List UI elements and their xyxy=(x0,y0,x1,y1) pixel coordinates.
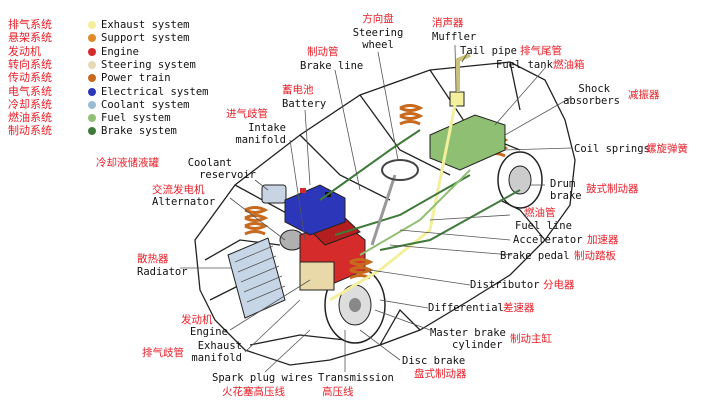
legend-item-en: Engine xyxy=(101,45,139,58)
legend-item-en: Brake system xyxy=(101,125,177,138)
label-tail-pipe-cn: 排气尾管 xyxy=(520,45,562,57)
label-master-brake-en2: cylinder xyxy=(452,339,503,351)
label-distributor-cn: 分电器 xyxy=(543,279,575,291)
label-shock-cn: 减振器 xyxy=(628,89,660,101)
radiator-shape xyxy=(227,237,286,319)
label-radiator-cn: 散热器 xyxy=(137,253,169,265)
label-drum-cn: 鼓式制动器 xyxy=(586,183,639,195)
label-brake-pedal-en: Brake pedal xyxy=(500,250,570,262)
legend-color-dot xyxy=(88,34,96,43)
label-transmission-en: Transmission xyxy=(318,372,394,384)
engine-shape xyxy=(299,217,366,291)
label-engine-cn: 发动机 xyxy=(181,314,213,326)
label-intake-cn: 进气歧管 xyxy=(226,108,268,120)
label-distributor-en: Distributor xyxy=(470,279,540,291)
label-alternator-cn: 交流发电机 xyxy=(152,184,205,196)
label-brake-line-en: Brake line xyxy=(300,60,364,72)
steering-wheel-shape xyxy=(381,159,419,181)
label-fuel-tank-cn: 燃油箱 xyxy=(553,59,585,71)
label-exhaust-manifold-cn: 排气歧管 xyxy=(142,347,184,359)
label-coolant-res-en1: Coolant xyxy=(187,157,232,169)
legend-color-dot xyxy=(88,21,96,29)
label-drum-en2: brake xyxy=(550,190,582,202)
label-spark-plug-cn: 火花塞高压线 xyxy=(222,386,285,398)
legend-item-cn: 燃油系统 xyxy=(8,111,52,125)
label-fuel-tank-en: Fuel tank xyxy=(496,59,553,71)
label-coil-en: Coil springs xyxy=(574,143,650,155)
brake-lines xyxy=(319,129,521,251)
rear-wheel xyxy=(497,151,543,209)
label-engine-en: Engine xyxy=(190,326,228,338)
label-steering-wheel-en2: wheel xyxy=(362,39,394,51)
label-alternator-en: Alternator xyxy=(152,196,216,208)
label-disc-brake-cn: 盘式制动器 xyxy=(414,368,467,380)
label-exhaust-manifold-en2: manifold xyxy=(191,352,242,364)
legend-color-dot xyxy=(88,87,96,96)
label-steering-wheel-en1: Steering xyxy=(352,27,404,39)
fuel-tank-shape xyxy=(429,114,506,171)
legend-item-en: Power train xyxy=(101,72,171,85)
label-accelerator-cn: 加速器 xyxy=(587,234,619,246)
legend-color-dot xyxy=(88,100,96,109)
leader-lines xyxy=(180,44,573,373)
label-coolant-res-cn: 冷却液储液罐 xyxy=(96,157,159,169)
legend-item-cn: 转向系统 xyxy=(8,57,52,71)
legend-item-en: Steering system xyxy=(101,58,196,71)
label-master-brake-cn: 制动主缸 xyxy=(510,333,552,345)
legend-color-dot xyxy=(88,127,96,136)
label-differential-cn: 差速器 xyxy=(503,302,535,314)
label-spark-plug-en: Spark plug wires xyxy=(212,372,314,384)
front-coil-spring xyxy=(244,206,269,236)
label-muffler-cn: 消声器 xyxy=(432,17,464,29)
label-shock-en2: absorbers xyxy=(563,95,620,107)
rear-shock xyxy=(399,104,424,126)
legend-item-cn: 冷却系统 xyxy=(8,97,52,111)
label-steering-wheel-cn: 方向盘 xyxy=(362,13,394,25)
label-battery-cn: 蓄电池 xyxy=(282,84,314,96)
label-master-brake-en1: Master brake xyxy=(430,327,506,339)
legend-item-en: Exhaust system xyxy=(101,19,190,31)
label-brake-line-cn: 制动管 xyxy=(307,46,339,58)
label-battery-en: Battery xyxy=(282,98,327,110)
legend-item-en: Fuel system xyxy=(101,112,171,125)
legend-item-cn: 发动机 xyxy=(8,44,41,58)
label-intake-en1: Intake xyxy=(248,122,286,134)
label-exhaust-manifold-en1: Exhaust xyxy=(197,340,242,352)
label-shock-en1: Shock xyxy=(578,83,610,95)
label-brake-pedal-cn: 制动踏板 xyxy=(574,250,616,262)
label-intake-en2: manifold xyxy=(235,134,286,146)
exhaust-pipe xyxy=(329,104,457,302)
label-radiator-en: Radiator xyxy=(137,266,188,278)
front-wheel xyxy=(324,266,386,344)
label-coil-cn: 螺旋弹簧 xyxy=(646,143,688,155)
legend-color-dot xyxy=(88,114,96,123)
battery-shape xyxy=(284,184,346,236)
legend-item-en: Electrical system xyxy=(101,85,209,98)
tail-pipe-shape xyxy=(456,53,471,92)
legend-item-cn: 悬架系统 xyxy=(8,31,52,45)
legend-color-dot xyxy=(88,47,96,56)
label-muffler-en: Muffler xyxy=(432,31,477,43)
fuel-line-shape xyxy=(359,169,471,256)
legend-item-cn: 排气系统 xyxy=(8,18,52,31)
legend-color-dot xyxy=(88,60,96,69)
legend-item-en: Support system xyxy=(101,32,190,45)
label-tail-pipe-en: Tail pipe xyxy=(460,45,517,57)
legend-item-en: Coolant system xyxy=(101,98,190,111)
legend-item-cn: 电气系统 xyxy=(8,84,52,98)
legend-color-dot xyxy=(88,74,96,83)
label-drum-en1: Drum xyxy=(550,178,576,190)
label-coolant-res-en2: reservoir xyxy=(199,169,256,181)
label-transmission-cn: 高压线 xyxy=(322,386,354,398)
label-differential-en: Differential xyxy=(428,302,504,314)
legend-item-cn: 传动系统 xyxy=(8,71,52,85)
label-disc-brake-en: Disc brake xyxy=(402,355,466,367)
label-fuel-line-en: Fuel line xyxy=(515,220,572,232)
legend-item-cn: 制动系统 xyxy=(8,124,52,138)
steering-column xyxy=(370,174,397,246)
label-fuel-line-cn: 燃油管 xyxy=(524,207,556,219)
muffler-shape xyxy=(449,91,465,107)
label-accelerator-en: Accelerator xyxy=(513,234,583,246)
